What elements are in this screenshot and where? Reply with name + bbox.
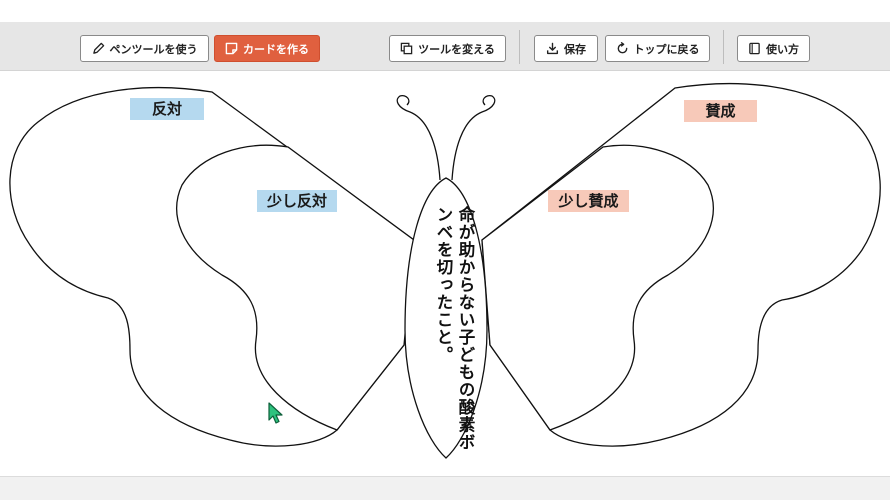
left-inner-wing <box>176 144 415 431</box>
make-card-button[interactable]: カードを作る <box>214 35 320 62</box>
label-agree: 賛成 <box>684 100 757 122</box>
make-card-label: カードを作る <box>243 42 309 56</box>
label-oppose: 反対 <box>130 98 204 120</box>
back-to-top-label: トップに戻る <box>633 42 700 56</box>
cursor-icon <box>268 402 283 424</box>
change-tool-label: ツールを変える <box>418 42 495 56</box>
layers-icon <box>400 42 413 55</box>
how-to-use-button[interactable]: 使い方 <box>737 35 810 62</box>
save-label: 保存 <box>564 42 586 56</box>
change-tool-button[interactable]: ツールを変える <box>389 35 506 62</box>
right-antenna <box>451 94 496 181</box>
download-icon <box>546 42 559 55</box>
label-slightly-agree: 少し賛成 <box>548 190 629 212</box>
butterfly-drawing <box>9 82 881 459</box>
topic-text: 命が助からない子どもの酸素ボンベを切ったこと。 <box>434 206 475 451</box>
top-strip <box>0 0 890 22</box>
toolbar-divider <box>519 30 520 64</box>
sticky-note-icon <box>225 42 238 55</box>
back-to-top-button[interactable]: トップに戻る <box>605 35 710 62</box>
how-to-use-label: 使い方 <box>766 42 799 56</box>
toolbar-divider <box>723 30 724 64</box>
save-button[interactable]: 保存 <box>534 35 598 62</box>
toolbar: ペンツールを使う カードを作る ツールを変える 保存 トップに戻る <box>0 22 890 71</box>
label-slightly-oppose: 少し反対 <box>257 190 337 212</box>
right-inner-wing <box>481 144 714 431</box>
pen-tool-label: ペンツールを使う <box>109 42 198 56</box>
refresh-icon <box>617 42 627 54</box>
pencil-icon <box>92 42 104 54</box>
butterfly-canvas[interactable]: 反対 少し反対 賛成 少し賛成 命が助からない子どもの酸素ボンベを切ったこと。 <box>0 71 890 476</box>
pen-tool-button[interactable]: ペンツールを使う <box>80 35 209 62</box>
bottom-bar <box>0 476 890 500</box>
butterfly-body <box>404 177 488 459</box>
left-antenna <box>396 94 441 181</box>
book-icon <box>749 42 760 55</box>
